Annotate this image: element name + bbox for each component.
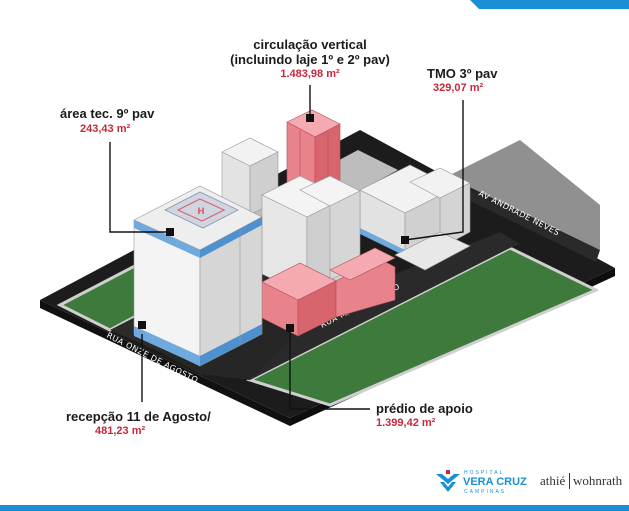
hospital-logo-top: HOSPITAL	[464, 470, 505, 476]
callout-tmo-value: 329,07 m²	[433, 82, 484, 94]
helipad-icon: H	[164, 191, 239, 229]
callout-area-tec-title: área tec. 9º pav	[60, 106, 155, 121]
callout-predio-apoio-value: 1.399,42 m²	[376, 417, 436, 429]
callout-circulacao-title-2: (incluindo laje 1º e 2º pav)	[230, 52, 390, 67]
building-predio-apoio	[261, 247, 396, 337]
callout-circulacao-title-1: circulação vertical	[253, 37, 367, 52]
athie-logo-divider	[569, 473, 570, 489]
callout-markers	[138, 114, 409, 332]
svg-text:H: H	[197, 207, 205, 217]
building-left-tower: H	[133, 185, 263, 367]
athie-logo-right: wohnrath	[573, 473, 623, 488]
callout-tmo-title: TMO 3º pav	[427, 66, 498, 81]
hospital-logo-icon	[436, 470, 460, 492]
callout-area-tec-value: 243,43 m²	[80, 123, 131, 135]
callout-lines	[109, 85, 464, 410]
hospital-logo-city: CAMPINAS	[464, 489, 507, 495]
callout-recepcao-title: recepção 11 de Agosto/	[66, 409, 211, 424]
callout-circulacao-value: 1.483,98 m²	[280, 68, 340, 80]
callout-predio-apoio-title: prédio de apoio	[376, 401, 473, 416]
athie-logo-left: athié	[540, 473, 566, 488]
hospital-logo-name: VERA CRUZ	[463, 476, 527, 488]
callout-recepcao-value: 481,23 m²	[95, 425, 146, 437]
